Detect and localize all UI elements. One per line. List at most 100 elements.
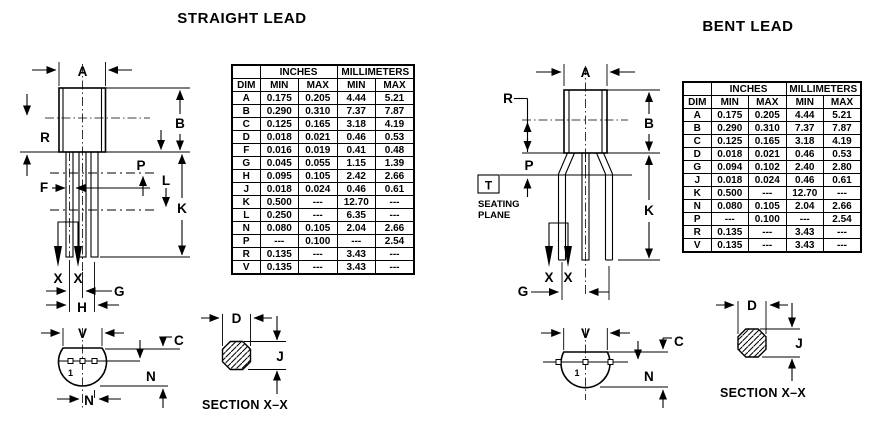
dim-letter: P: [231, 234, 261, 248]
dim-value: ---: [785, 212, 825, 226]
dim-letter: R: [682, 225, 712, 239]
dim-letter: K: [231, 195, 261, 209]
dim-value: 0.135: [259, 260, 299, 275]
bottom-view-straight: 1: [57, 328, 140, 410]
straight-dimensions-table: INCHES MILLIMETERS DIM MIN MAX MIN MAX A…: [231, 64, 416, 275]
leads-straight: [50, 151, 155, 258]
label-R: R: [40, 130, 50, 145]
dim-P: P: [524, 158, 533, 173]
dim-value: 4.44: [785, 108, 825, 122]
dim-value: 2.42: [336, 169, 377, 183]
dim-value: 0.055: [298, 156, 338, 170]
dim-value: 0.102: [748, 160, 787, 174]
col-header-dim: DIM: [682, 95, 712, 109]
section-xx-bent: D J SECTION X–X: [716, 298, 806, 400]
dim-value: ---: [375, 195, 415, 209]
dim-value: 0.018: [710, 147, 749, 161]
col-header-min: MIN: [259, 78, 299, 92]
dim-value: 7.87: [375, 104, 415, 118]
dim-letter: C: [682, 134, 712, 148]
dim-value: 3.43: [785, 225, 825, 239]
bent-lead-title: BENT LEAD: [702, 18, 794, 35]
dim-value: 0.175: [259, 91, 299, 105]
dim-letter: G: [231, 156, 261, 170]
dim-K: K: [100, 154, 190, 258]
dim-value: 4.44: [336, 91, 377, 105]
dim-value: ---: [259, 234, 299, 248]
col-header-min: MIN: [785, 95, 825, 109]
lead-3-pad: [607, 359, 614, 365]
label-G: G: [114, 284, 125, 299]
dim-value: 0.290: [710, 121, 749, 135]
dim-value: 5.21: [823, 108, 862, 122]
dim-value: 2.04: [785, 199, 825, 213]
col-header-max: MAX: [748, 95, 787, 109]
dim-letter: V: [682, 238, 712, 253]
bent-lead-drawing: A R B: [477, 64, 806, 408]
dim-B: B: [522, 89, 660, 154]
dim-value: 3.18: [785, 134, 825, 148]
dim-value: 2.66: [375, 169, 415, 183]
label-K: K: [644, 203, 654, 218]
column-header-row: DIM MIN MAX MIN MAX: [682, 95, 862, 109]
dim-value: ---: [748, 225, 787, 239]
label-C: C: [174, 333, 184, 348]
dim-value: 0.125: [259, 117, 299, 131]
seating-plane-word1: SEATING: [478, 199, 520, 210]
dim-letter: C: [231, 117, 261, 131]
dim-value: 0.018: [259, 182, 299, 196]
dim-row: P---0.100---2.54: [231, 234, 415, 248]
lead-cross-section: [221, 340, 252, 371]
dim-value: ---: [823, 225, 862, 239]
label-G: G: [518, 284, 529, 299]
dim-B: B: [20, 87, 190, 153]
dim-value: 0.094: [710, 160, 749, 174]
seating-plane-callout: T SEATING PLANE: [477, 174, 632, 221]
dim-value: 7.37: [785, 121, 825, 135]
dim-F: F: [40, 180, 150, 195]
section-cut-x-markers: X X: [53, 221, 83, 286]
dim-V: V: [541, 326, 630, 350]
dim-letter: P: [682, 212, 712, 226]
col-header-dim: DIM: [231, 78, 261, 92]
dim-value: 0.175: [710, 108, 749, 122]
label-V: V: [581, 326, 590, 341]
dim-value: 0.021: [748, 147, 787, 161]
dim-value: 0.024: [298, 182, 338, 196]
dim-value: 0.46: [785, 173, 825, 187]
dim-value: 4.19: [375, 117, 415, 131]
lead-2-pad: [79, 358, 86, 364]
dim-value: 0.080: [259, 221, 299, 235]
label-D: D: [747, 298, 757, 313]
col-header-max: MAX: [375, 78, 415, 92]
corner-cell: [231, 64, 261, 79]
lead-2-pad: [582, 359, 589, 365]
dim-value: 0.290: [259, 104, 299, 118]
section-arrow-icon: [54, 246, 62, 267]
dim-value: ---: [298, 247, 338, 261]
dim-A: A: [32, 62, 132, 86]
label-P: P: [136, 158, 145, 173]
datum-T-box: [477, 174, 500, 194]
dim-value: 5.21: [375, 91, 415, 105]
dim-value: 0.105: [748, 199, 787, 213]
dim-value: 0.205: [748, 108, 787, 122]
dim-value: 0.024: [748, 173, 787, 187]
dim-value: 0.310: [298, 104, 338, 118]
dim-letter: F: [231, 143, 261, 157]
seating-plane-word2: PLANE: [478, 210, 510, 221]
dim-letter: D: [682, 147, 712, 161]
dim-letter: N: [231, 221, 261, 235]
dim-value: 2.54: [375, 234, 415, 248]
dim-value: 1.15: [336, 156, 377, 170]
label-J: J: [795, 336, 803, 351]
dim-value: ---: [710, 212, 749, 226]
